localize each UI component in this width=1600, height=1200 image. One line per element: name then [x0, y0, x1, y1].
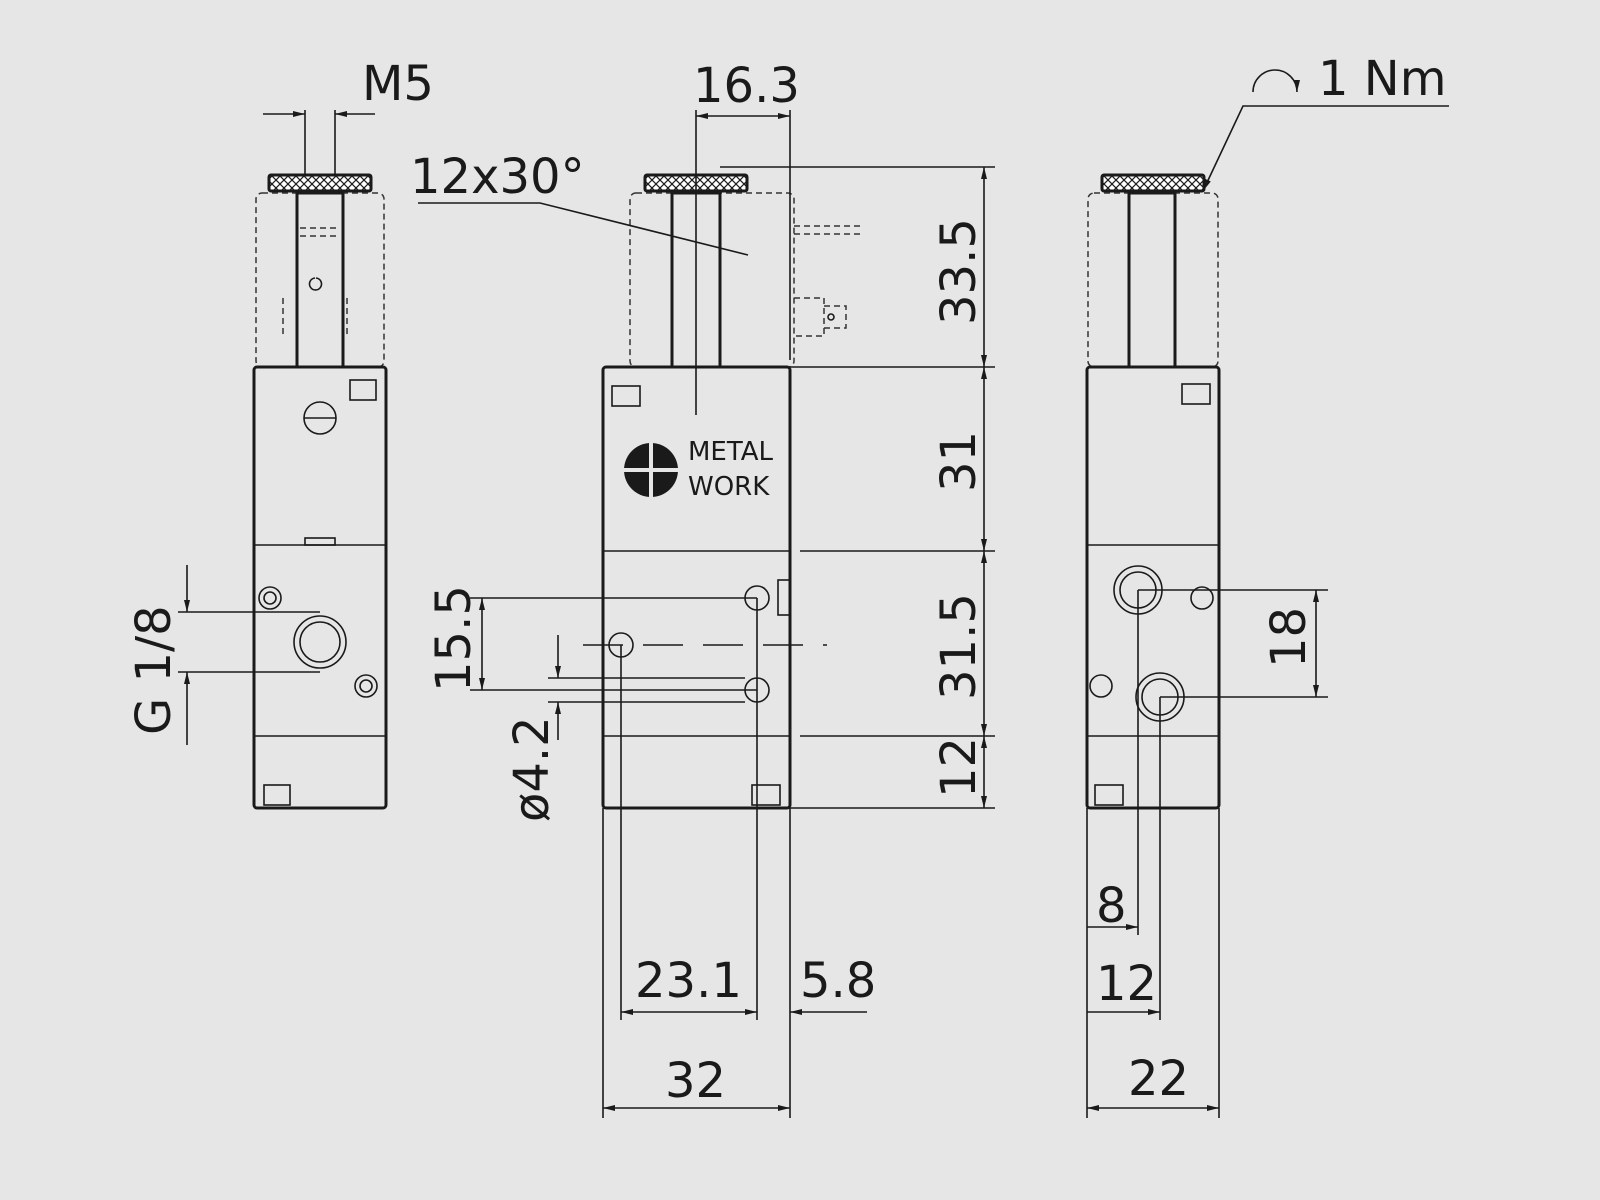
- left-view: M5 G 1/8: [126, 56, 434, 810]
- hole-right-top: [1190, 586, 1214, 610]
- valve-body-right: [1085, 365, 1221, 810]
- dim-12-height-label: 12: [931, 737, 987, 798]
- hole-right-left: [1089, 674, 1113, 698]
- dim-33-5-label: 33.5: [931, 218, 987, 325]
- dim-8-label: 8: [1096, 878, 1127, 934]
- right-view: 18 1 Nm 8 12 22: [1085, 51, 1449, 1118]
- dim-g18-label: G 1/8: [126, 605, 182, 735]
- brand-line2: WORK: [688, 472, 770, 502]
- dim-31-5-label: 31.5: [931, 593, 987, 700]
- torque-label: 1 Nm: [1318, 51, 1446, 107]
- knurled-nut-right: [1100, 173, 1206, 193]
- dim-knurl-label: 12x30°: [410, 149, 585, 205]
- dim-16-3-label: 16.3: [693, 58, 800, 114]
- dim-m5-label: M5: [362, 56, 434, 112]
- port-hole-left-1: [258, 586, 282, 610]
- port-hole-left-2: [354, 674, 378, 698]
- dim-31-label: 31: [931, 431, 987, 492]
- port-g18-left: [293, 615, 347, 669]
- knurled-nut-left: [267, 173, 373, 193]
- dim-32-label: 32: [665, 1053, 726, 1109]
- dim-22-label: 22: [1128, 1051, 1189, 1107]
- brand-line1: METAL: [688, 437, 774, 467]
- dim-23-1-label: 23.1: [635, 953, 742, 1009]
- dim-18-label: 18: [1261, 607, 1317, 668]
- metalwork-logo-icon: [624, 443, 678, 497]
- middle-view: METAL WORK 16.3 12x30° 15.5 ø4.2: [410, 58, 995, 1118]
- dim-12-width-label: 12: [1096, 956, 1157, 1012]
- valve-body-left: [252, 365, 388, 810]
- dim-15-5-label: 15.5: [426, 585, 482, 692]
- dim-4-2-label: ø4.2: [504, 716, 560, 822]
- dim-5-8-label: 5.8: [800, 953, 876, 1009]
